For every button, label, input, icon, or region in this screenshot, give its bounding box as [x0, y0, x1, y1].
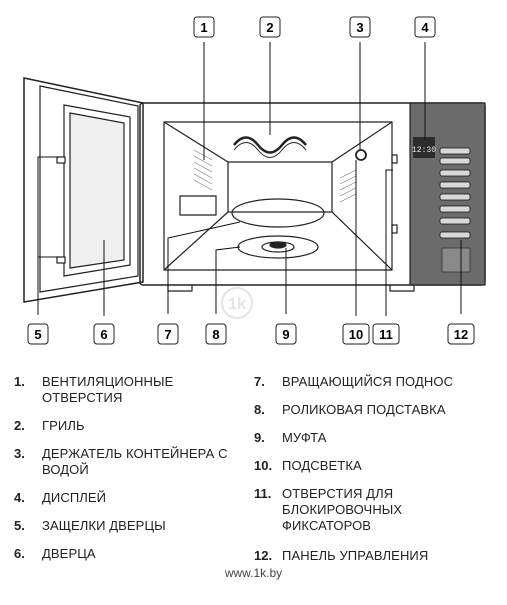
callout-9: 9	[275, 323, 297, 345]
light	[355, 149, 367, 161]
legend-item-12: 12. ПАНЕЛЬ УПРАВЛЕНИЯ	[254, 548, 429, 563]
speaker-grille	[441, 247, 471, 273]
svg-text:9: 9	[282, 327, 289, 342]
legend-item-10: 10. ПОДСВЕТКА	[254, 458, 362, 473]
callout-11: 11	[372, 323, 400, 345]
callout-4: 4	[414, 16, 436, 38]
svg-text:7: 7	[164, 327, 171, 342]
svg-text:11: 11	[379, 327, 393, 342]
callout-5: 5	[27, 323, 49, 345]
callout-7: 7	[157, 323, 179, 345]
display-window	[413, 137, 435, 158]
latch-bottom	[56, 256, 66, 264]
turntable	[231, 198, 325, 228]
watermark-logo: 1k	[221, 287, 253, 319]
callout-6: 6	[93, 323, 115, 345]
lock-hole-bottom	[391, 224, 398, 234]
legend-item-3: 3. ДЕРЖАТЕЛЬ КОНТЕЙНЕРА С ВОДОЙ	[14, 446, 228, 477]
legend-item-11: 11. ОТВЕРСТИЯ ДЛЯ БЛОКИРОВОЧНЫХ ФИКСАТОР…	[254, 486, 403, 533]
svg-text:4: 4	[421, 20, 429, 35]
vent-holes	[193, 149, 213, 191]
legend-item-8: 8. РОЛИКОВАЯ ПОДСТАВКА	[254, 402, 446, 417]
callout-1: 1	[193, 16, 215, 38]
callout-8: 8	[205, 323, 227, 345]
microwave-diagram: 1k 1 2 3 4 5 6 7 8 9 10 11 12 12:30	[23, 16, 486, 345]
lock-hole-top	[391, 154, 398, 164]
callout-12: 12	[447, 323, 475, 345]
callout-2: 2	[259, 16, 281, 38]
grill	[233, 136, 307, 154]
svg-text:12: 12	[454, 327, 468, 342]
legend-item-5: 5. ЗАЩЕЛКИ ДВЕРЦЫ	[14, 518, 166, 533]
svg-text:1k: 1k	[228, 296, 246, 313]
latch-top	[56, 156, 66, 164]
svg-text:10: 10	[349, 327, 363, 342]
callout-3: 3	[349, 16, 371, 38]
legend-item-6: 6. ДВЕРЦА	[14, 546, 96, 561]
svg-text:2: 2	[266, 20, 273, 35]
svg-text:3: 3	[356, 20, 363, 35]
control-buttons	[439, 147, 471, 239]
legend-item-1: 1. ВЕНТИЛЯЦИОННЫЕ ОТВЕРСТИЯ	[14, 374, 174, 405]
door	[23, 77, 144, 303]
display-time: 12:30	[412, 146, 436, 155]
coupler	[269, 241, 287, 249]
legend-item-7: 7. ВРАЩАЮЩИЙСЯ ПОДНОС	[254, 374, 454, 389]
svg-text:6: 6	[100, 327, 107, 342]
svg-text:1: 1	[200, 20, 207, 35]
legend-item-9: 9. МУФТА	[254, 430, 327, 445]
footer-url: www.1k.by	[224, 566, 283, 580]
svg-text:5: 5	[34, 327, 41, 342]
svg-text:8: 8	[212, 327, 219, 342]
legend-item-2: 2. ГРИЛЬ	[14, 418, 85, 433]
legend-item-4: 4. ДИСПЛЕЙ	[14, 490, 107, 505]
callout-10: 10	[342, 323, 370, 345]
